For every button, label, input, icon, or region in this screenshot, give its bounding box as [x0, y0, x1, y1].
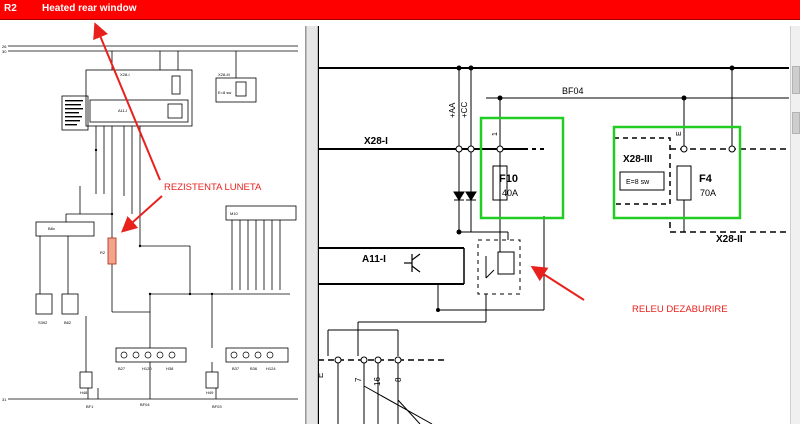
block-label-s392: S392: [38, 320, 48, 325]
supply-aa: +AA: [448, 102, 457, 118]
e8sw-label: E=8 sw: [626, 179, 650, 186]
block-label-h49: H49: [206, 390, 214, 395]
block-label-h120: H120: [142, 366, 152, 371]
block-label-b37: B37: [232, 366, 240, 371]
fuse-f10-rating: 40A: [502, 188, 518, 198]
pin-1-label: 1: [492, 132, 499, 136]
fuse-f4-rating: 70A: [700, 188, 716, 198]
block-label-b36: B36: [250, 366, 258, 371]
bottom-pin-8: 8: [394, 377, 403, 382]
block-label-h124: H124: [266, 366, 276, 371]
circuit-code: R2: [4, 3, 17, 14]
edge-ref-bottom: 31: [2, 397, 7, 402]
fuse-f4-highlight[interactable]: [612, 125, 742, 220]
supply-cc: +CC: [460, 102, 469, 118]
block-label-x28iii: X28-III: [218, 72, 230, 77]
connector-x28iii: X28-III: [623, 154, 653, 165]
detail-pane-scrollbar[interactable]: [790, 26, 800, 424]
block-label-e8sw: E=8 sw: [218, 90, 231, 95]
edge-ref-top: 26: [2, 44, 7, 49]
connector-x28ii: X28-II: [716, 234, 743, 245]
bottom-ref-3: BF03: [212, 404, 222, 409]
block-label-h38: H38: [166, 366, 174, 371]
overview-schematic: 26 30 31 X28-I X28-III A11-I E=8 sw R2 B…: [2, 44, 298, 409]
fuse-f10-highlight[interactable]: [479, 116, 565, 220]
bottom-ref-1: BF1: [86, 404, 94, 409]
bottom-ref-2: BF04: [140, 402, 150, 407]
pin-e-label: E: [676, 131, 683, 136]
detail-diagram-pane[interactable]: X28-I X28-III X28-II A11-I BF04 F10 40A …: [318, 26, 800, 424]
detail-schematic: X28-I X28-III X28-II A11-I BF04 F10 40A …: [318, 26, 789, 424]
fuse-f4-label: F4: [699, 173, 713, 185]
block-label-a11: A11-I: [118, 108, 127, 113]
block-label-b27: B27: [118, 366, 126, 371]
block-label-x28i: X28-I: [120, 72, 130, 77]
block-label-h48: H48: [80, 390, 88, 395]
bottom-pin-16: 16: [373, 377, 382, 386]
circuit-title: Heated rear window: [42, 3, 137, 14]
connector-x28i: X28-I: [364, 136, 388, 147]
overview-diagram-pane[interactable]: 26 30 31 X28-I X28-III A11-I E=8 sw R2 B…: [0, 26, 306, 424]
scrollbar-thumb-upper[interactable]: [792, 66, 800, 94]
window-title-bar: R2 Heated rear window: [0, 0, 800, 20]
fuse-f10-label: F10: [499, 173, 518, 185]
bottom-pin-7: 7: [354, 377, 363, 382]
edge-ref-mid: 30: [2, 49, 7, 54]
block-label-b62: B62: [64, 320, 72, 325]
module-a11: A11-I: [362, 254, 386, 265]
rear-window-resistor-highlight[interactable]: [107, 237, 117, 265]
resistor-label-r2: R2: [100, 250, 106, 255]
block-label-b8x: B8x: [48, 226, 55, 231]
pane-splitter[interactable]: [306, 26, 318, 424]
scrollbar-thumb-lower[interactable]: [792, 112, 800, 134]
wire-bf04: BF04: [562, 86, 584, 96]
block-label-m10: M10: [230, 211, 239, 216]
bottom-pin-e: E: [318, 373, 325, 378]
